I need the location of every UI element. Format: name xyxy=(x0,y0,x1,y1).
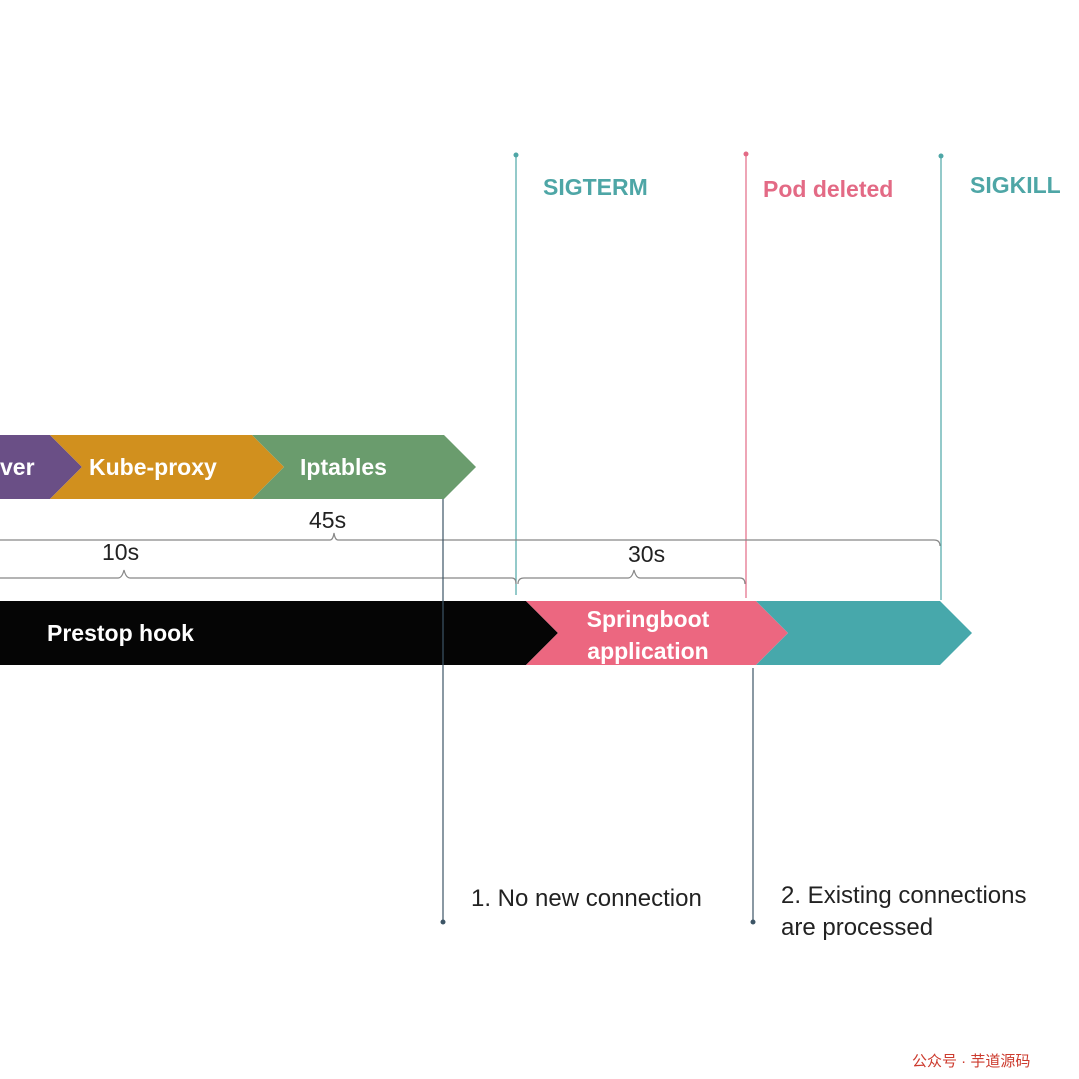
iptables-chevron xyxy=(252,435,476,499)
kube-proxy-label: Kube-proxy xyxy=(89,454,217,480)
duration-45s: 45s xyxy=(309,507,347,533)
springboot-label-line1: Springboot xyxy=(586,606,710,632)
note-existing-connections-line1: 2. Existing connections xyxy=(781,882,1027,909)
bracket-10s xyxy=(0,569,517,585)
watermark: 公众号 · 芋道源码 xyxy=(912,1053,1031,1070)
sigkill-label: SIGKILL xyxy=(970,172,1061,198)
note-existing-connections: 2. Existing connections are processed xyxy=(781,880,1026,944)
duration-10s: 10s xyxy=(102,539,140,565)
kube-proxy-chevron xyxy=(50,435,284,499)
bracket-45s xyxy=(0,532,941,547)
connector-no-new-connection-dot xyxy=(440,919,446,925)
bracket-30s xyxy=(517,569,746,585)
springboot-label: Springboot application xyxy=(560,603,736,667)
connector-existing-connections-dot xyxy=(750,919,756,925)
pod-deleted-marker-dot xyxy=(743,151,749,157)
pod-deleted-label: Pod deleted xyxy=(763,176,894,202)
prestop-hook-bar xyxy=(0,601,558,665)
note-no-new-connection: 1. No new connection xyxy=(471,885,702,912)
springboot-label-line2: application xyxy=(587,638,709,664)
sigterm-marker-dot xyxy=(513,152,519,158)
final-chevron xyxy=(756,601,972,665)
springboot-chevron xyxy=(526,601,788,665)
iptables-label: Iptables xyxy=(300,454,387,480)
apiserver-label: ver xyxy=(0,454,35,480)
prestop-hook-label: Prestop hook xyxy=(47,620,194,646)
sigkill-marker-dot xyxy=(938,153,944,159)
sigterm-label: SIGTERM xyxy=(543,174,648,200)
apiserver-chevron xyxy=(0,435,82,499)
duration-30s: 30s xyxy=(628,541,666,567)
note-existing-connections-line2: are processed xyxy=(781,914,934,941)
